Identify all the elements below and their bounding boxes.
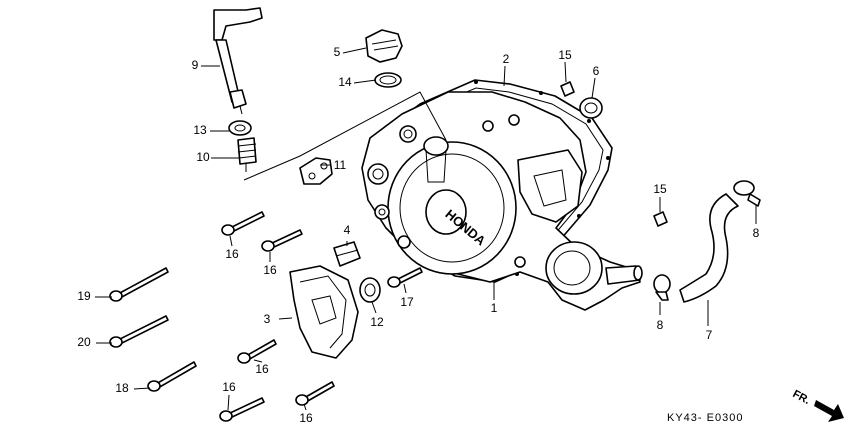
callout-4: 4	[344, 223, 351, 237]
callout-14: 14	[338, 75, 352, 89]
spindle	[213, 7, 263, 115]
bolt-16c	[237, 339, 277, 364]
callout-16-b: 16	[263, 263, 277, 277]
callout-6: 6	[593, 64, 600, 78]
spring	[237, 137, 257, 172]
callout-20: 20	[77, 335, 91, 349]
callout-12: 12	[370, 315, 384, 329]
callout-5: 5	[334, 45, 341, 59]
hose-clip-upper	[733, 180, 761, 207]
callout-numbers: 1 2 3 4 5 6 7 8 8 9 10 11 12 13 14 15 15…	[77, 45, 759, 425]
seal-washer	[228, 120, 252, 136]
dowel-pin-lower	[653, 211, 668, 227]
hose-clip-lower	[653, 274, 671, 301]
right-crankcase-cover: HONDA	[361, 91, 643, 311]
bolt-16d	[219, 397, 265, 422]
cover	[289, 265, 359, 359]
diagram-code: KY43- E0300	[667, 412, 743, 424]
callout-8-upper: 8	[753, 226, 760, 240]
stopper-plate	[299, 157, 333, 185]
fr-label: FR.	[791, 388, 812, 407]
callout-16-a: 16	[225, 247, 239, 261]
bolt-16a	[221, 211, 265, 236]
callout-3: 3	[264, 312, 271, 326]
bolt-20	[109, 315, 169, 348]
water-hose	[679, 193, 739, 303]
callout-16-c: 16	[255, 362, 269, 376]
callout-15-lower: 15	[653, 182, 667, 196]
callout-13: 13	[193, 123, 207, 137]
bolt-18	[147, 361, 197, 392]
dowel-pin-upper	[560, 81, 575, 97]
callout-8-lower: 8	[657, 318, 664, 332]
bolt-17	[387, 267, 423, 288]
callout-18: 18	[115, 381, 129, 395]
callout-17: 17	[400, 295, 414, 309]
callout-15-upper: 15	[558, 48, 572, 62]
leader-lines	[95, 47, 757, 411]
callout-9: 9	[192, 58, 199, 72]
arrow-icon	[814, 400, 844, 422]
oil-filler-cap	[365, 29, 403, 63]
bolt-16e	[295, 381, 335, 406]
o-ring	[374, 72, 402, 88]
callout-19: 19	[77, 289, 91, 303]
bolt-19	[109, 267, 169, 302]
callout-11: 11	[334, 158, 347, 172]
bolt-16b	[261, 229, 303, 252]
callout-10: 10	[196, 150, 210, 164]
oil-seal	[579, 97, 603, 119]
callout-2: 2	[503, 52, 510, 66]
callout-7: 7	[706, 328, 713, 342]
callout-1: 1	[491, 301, 498, 315]
callout-16-d: 16	[222, 380, 236, 394]
front-direction-indicator: FR.	[791, 388, 844, 422]
callout-16-e: 16	[299, 411, 313, 425]
oil-seal-small	[359, 277, 381, 303]
